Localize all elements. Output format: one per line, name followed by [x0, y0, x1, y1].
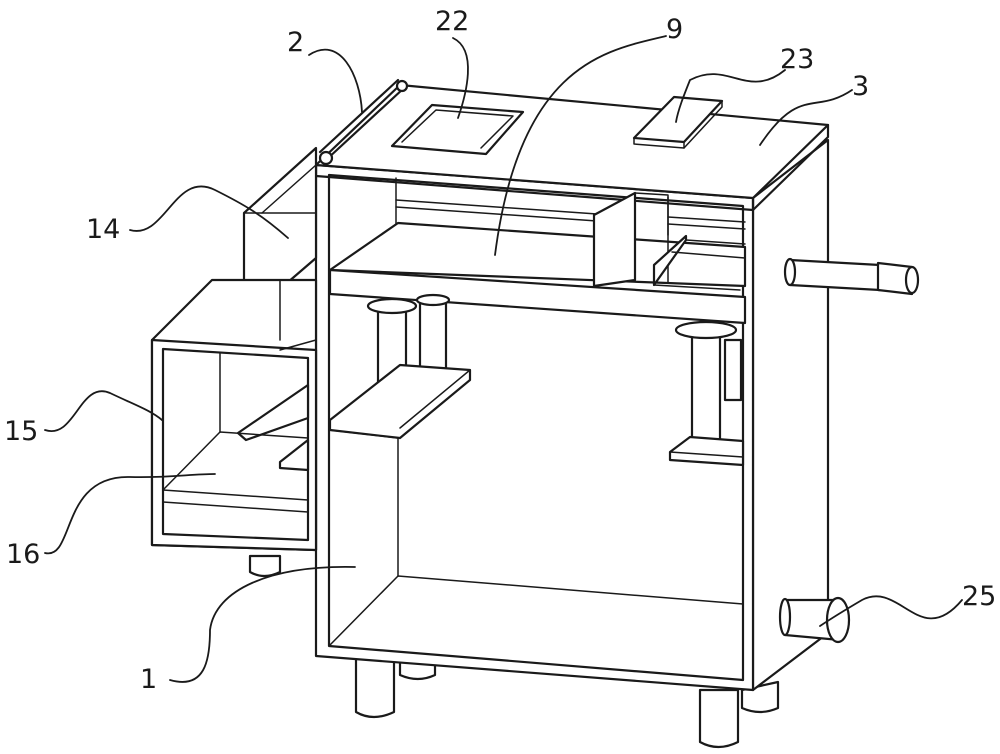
label-16: 16	[6, 539, 40, 570]
label-22: 22	[435, 6, 469, 37]
leader-14	[129, 185, 289, 239]
columns	[328, 293, 745, 467]
label-15: 15	[4, 416, 38, 447]
label-1: 1	[140, 664, 157, 695]
label-25: 25	[962, 581, 996, 612]
label-3: 3	[852, 71, 869, 102]
upper-chamber	[328, 177, 747, 325]
leader-23	[675, 69, 786, 123]
leader-16	[44, 473, 216, 555]
label-9: 9	[666, 14, 683, 45]
leader-15	[44, 390, 163, 433]
top-cover	[314, 78, 830, 212]
label-23: 23	[780, 44, 814, 75]
part-labels: 2 22 9 23 3 14 15 16 1 25	[4, 6, 996, 695]
side-housing	[150, 146, 318, 552]
leader-25	[819, 595, 963, 627]
legs	[248, 554, 780, 749]
label-2: 2	[287, 27, 304, 58]
leader-1	[169, 566, 356, 683]
label-14: 14	[86, 214, 120, 245]
side-fittings	[778, 257, 920, 644]
leader-9	[494, 35, 667, 256]
leader-3	[759, 89, 853, 146]
leader-2	[308, 48, 363, 113]
leader-lines	[44, 35, 963, 683]
leader-22	[452, 37, 469, 119]
